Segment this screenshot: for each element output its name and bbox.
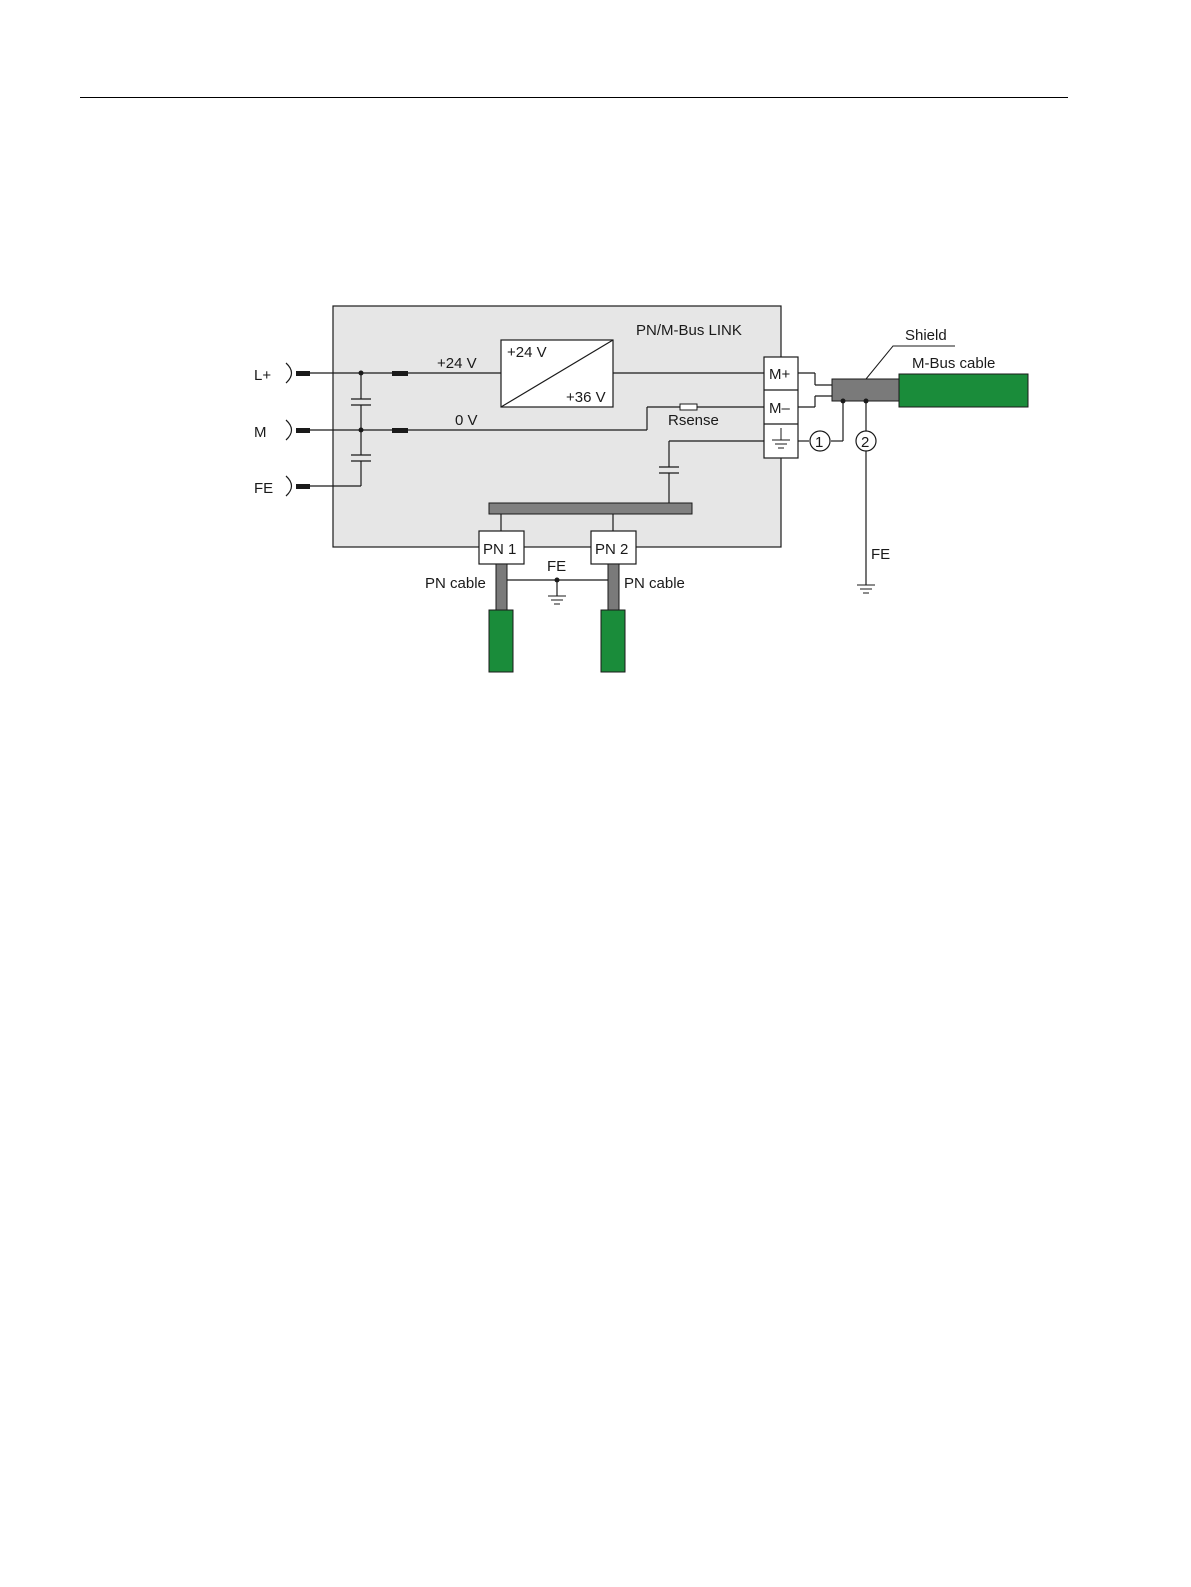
external-fe-label: FE	[871, 546, 890, 563]
terminal-mplus-label: M+	[769, 366, 790, 383]
input-fe-label: FE	[254, 480, 273, 497]
fe-connector	[286, 476, 310, 496]
mbus-cable-shield	[832, 379, 899, 401]
input-lplus-label: L+	[254, 367, 271, 384]
shield-label: Shield	[905, 327, 947, 344]
converter-out-label: +36 V	[566, 389, 606, 406]
input-m-label: M	[254, 424, 267, 441]
callout-1-label: 1	[815, 434, 823, 451]
m-connector	[286, 420, 310, 440]
shield-connection-2	[856, 399, 876, 594]
module-label: PN/M-Bus LINK	[636, 322, 742, 339]
callout-2-label: 2	[861, 434, 869, 451]
rail-24v-label: +24 V	[437, 355, 477, 372]
lplus-connector	[286, 363, 310, 383]
pn-fe-label: FE	[547, 558, 566, 575]
terminal-mminus-label: M–	[769, 400, 790, 417]
mbus-cable-label: M-Bus cable	[912, 355, 995, 372]
pn2-port-label: PN 2	[595, 541, 628, 558]
pn-cable-right-label: PN cable	[624, 575, 685, 592]
rsense-label: Rsense	[668, 412, 719, 429]
rail-0v-label: 0 V	[455, 412, 478, 429]
pn-shield-fe-connection	[507, 578, 608, 605]
mbus-wires	[798, 373, 832, 407]
converter-in-label: +24 V	[507, 344, 547, 361]
internal-bus-bar	[489, 503, 692, 514]
pn1-port-label: PN 1	[483, 541, 516, 558]
mbus-cable-jacket	[899, 374, 1028, 407]
pn-cable-left-label: PN cable	[425, 575, 486, 592]
